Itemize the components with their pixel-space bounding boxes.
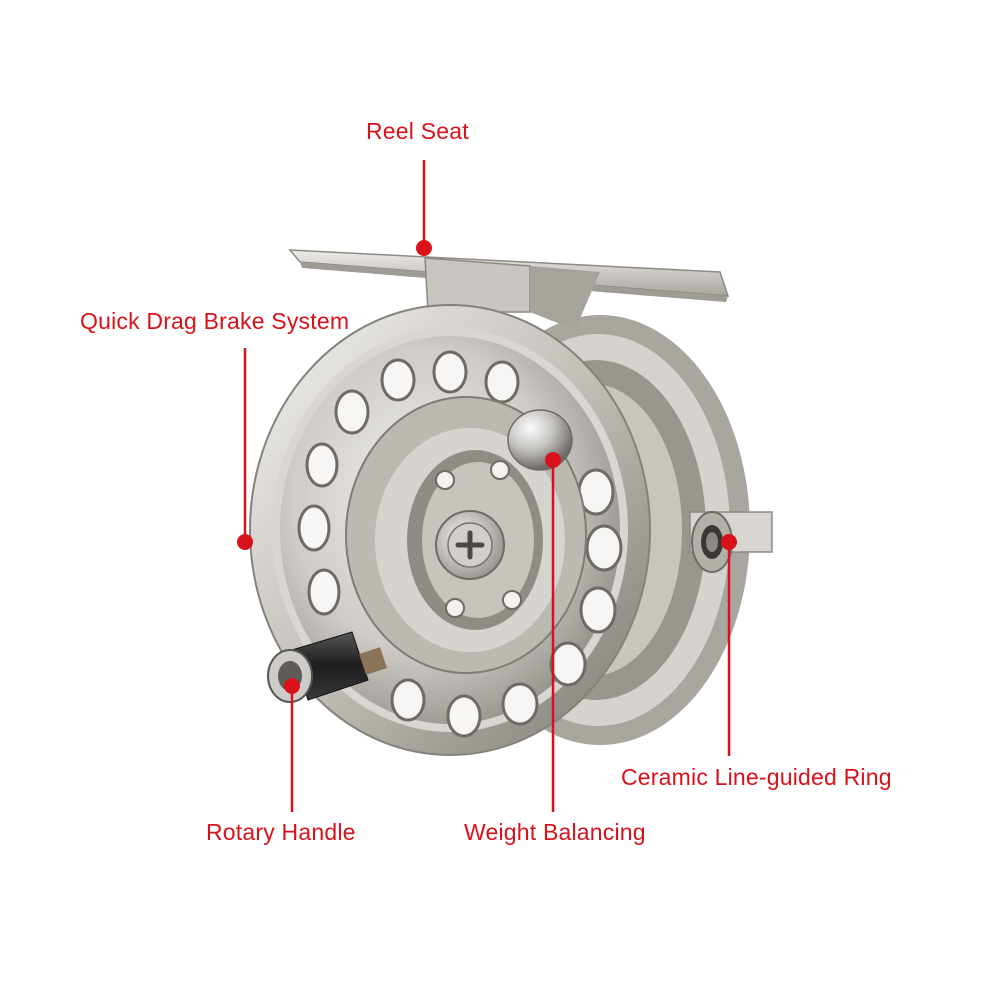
leader-dot-weight-balancing (545, 452, 561, 468)
counterweight-ball (507, 409, 573, 471)
callout-rotary-handle: Rotary Handle (206, 819, 356, 845)
callout-leaders (237, 160, 737, 812)
leader-dot-reel-seat (416, 240, 432, 256)
leader-dot-quick-drag (237, 534, 253, 550)
callout-weight-balancing: Weight Balancing (464, 819, 646, 845)
leader-dot-rotary-handle (284, 678, 300, 694)
callout-reel-seat: Reel Seat (366, 118, 469, 144)
rotary-handle-knob (267, 631, 387, 703)
reel-seat (288, 249, 730, 330)
leader-dot-ceramic-ring (721, 534, 737, 550)
callout-ceramic-line-guided-ring: Ceramic Line-guided Ring (621, 764, 892, 790)
line-guide-bar (689, 511, 773, 573)
spool-port-holes (297, 350, 623, 738)
hub-screw (435, 510, 505, 580)
callout-quick-drag-brake-system: Quick Drag Brake System (80, 308, 350, 334)
